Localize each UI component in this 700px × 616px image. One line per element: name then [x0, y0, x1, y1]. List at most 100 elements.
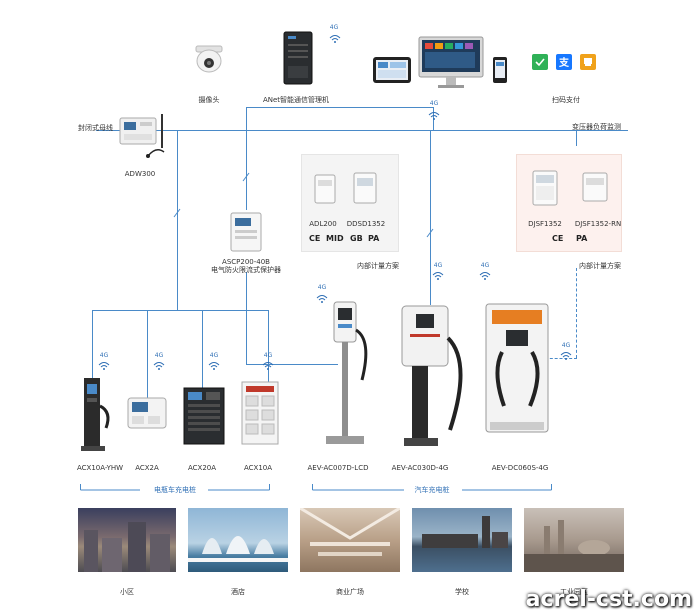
- metering-right-item-2: DJSF1352-RN: [574, 220, 622, 228]
- car-1-label: AEV-AC007D-LCD: [307, 464, 369, 472]
- ebike-2-label: ACX2A: [135, 464, 159, 472]
- switch-mark-3: [426, 228, 434, 238]
- ebike-trunk: [177, 130, 178, 310]
- protector-to-ac: [246, 364, 338, 365]
- metering-left-item-1: ADL200: [309, 220, 337, 228]
- ddsd1352-meter-icon: [353, 172, 377, 204]
- alipay-icon: 支: [556, 54, 572, 70]
- djsf1352-rn-meter-icon: [582, 172, 608, 202]
- scene-photo-school: [412, 508, 512, 572]
- adw300-label: ADW300: [124, 170, 156, 178]
- car-group-bracket: [312, 484, 552, 491]
- top-bus-line: [96, 130, 628, 131]
- ebike-4-label: ACX10A: [243, 464, 273, 472]
- metering-left-item-2: DDSD1352: [346, 220, 386, 228]
- wifi-icon-ebike-1: [98, 362, 110, 370]
- car-2-label: AEV-AC030D-4G: [391, 464, 449, 472]
- ebike-1-4g-label: 4G: [99, 352, 109, 359]
- ebike-2-4g-label: 4G: [154, 352, 164, 359]
- ac030-trunk: [430, 130, 431, 305]
- acx20a-device-icon: [183, 387, 225, 445]
- bus-left-label: 封闭式母线: [78, 124, 113, 132]
- scene-photo-commercial: [300, 508, 400, 572]
- protector-down: [246, 272, 247, 364]
- switch-mark-2: [242, 172, 250, 182]
- metering-right-item-1: DJSF1352: [528, 220, 562, 228]
- scene-label-residential: 小区: [120, 588, 134, 596]
- switch-mark-1: [173, 208, 181, 218]
- scene-photo-residential: [78, 508, 176, 572]
- camera-label: 摄像头: [198, 96, 220, 104]
- ebike-3-4g-label: 4G: [209, 352, 219, 359]
- payment-label: 扫码支付: [552, 96, 580, 104]
- cert-gb-left: GB: [350, 234, 363, 243]
- wifi-icon-dc060-extra: [560, 352, 572, 360]
- aev-ac030d-4g-device-icon: [401, 305, 463, 446]
- gateway-4g-label: 4G: [329, 24, 339, 31]
- scene-label-hotel: 酒店: [231, 588, 245, 596]
- scene-label-industrial: 工业园区: [560, 588, 588, 596]
- watermark-text: acrel-cst.com: [525, 587, 692, 612]
- protector-desc-label: 电气防火限流式保护器: [211, 266, 281, 274]
- ebike-1-label: ACX10A-YHW: [76, 464, 124, 472]
- acx2a-device-icon: [127, 397, 167, 429]
- ebike-group-bracket: [80, 484, 270, 491]
- cert-ce-left: CE: [309, 234, 321, 243]
- cert-ce-right: CE: [552, 234, 564, 243]
- wifi-icon-ebike-2: [153, 362, 165, 370]
- ebike-drop-2: [147, 310, 148, 398]
- ebike-group-label: 电瓶车充电桩: [154, 486, 196, 494]
- ac030-4g-label: 4G: [433, 262, 443, 269]
- unionpay-icon: [580, 54, 596, 70]
- dc060-trunk: [576, 130, 577, 146]
- ebike-drop-4: [268, 310, 269, 382]
- gateway-device-icon: [283, 31, 313, 85]
- tablet-icon: [373, 57, 411, 83]
- ebike-drop-3: [202, 310, 203, 390]
- scene-label-school: 学校: [455, 588, 469, 596]
- adw300-meter-icon: [119, 114, 165, 158]
- wifi-icon-ebike-4: [262, 362, 274, 370]
- bus-4g-label: 4G: [429, 100, 439, 107]
- phone-icon: [493, 57, 507, 83]
- ebike-3-label: ACX20A: [187, 464, 217, 472]
- aev-ac007d-lcd-device-icon: [326, 301, 368, 444]
- dc060-dash-h: [545, 358, 577, 359]
- ebike-bus: [92, 310, 268, 311]
- scene-label-commercial: 商业广场: [336, 588, 364, 596]
- dc060-extra-4g-label: 4G: [561, 342, 571, 349]
- top-link-line: [246, 107, 434, 108]
- car-3-label: AEV-DC060S-4G: [491, 464, 549, 472]
- scene-photo-industrial: [524, 508, 624, 572]
- metering-right-caption: 内部计量方案: [579, 262, 621, 270]
- wechat-pay-icon: [532, 54, 548, 70]
- wifi-icon-bus: [428, 112, 440, 120]
- ascp200-protector-icon: [230, 212, 262, 252]
- protector-model-label: ASCP200-40B: [222, 258, 270, 266]
- djsf1352-meter-icon: [532, 170, 558, 206]
- wifi-icon-ac030: [432, 272, 444, 280]
- bus-right-label: 变压器负荷监测: [572, 123, 621, 131]
- cert-mid-left: MID: [326, 234, 344, 243]
- protector-trunk: [246, 130, 247, 210]
- ebike-4-4g-label: 4G: [263, 352, 273, 359]
- dc060-4g-label: 4G: [480, 262, 490, 269]
- wifi-icon-dc060: [479, 272, 491, 280]
- dc060-dash: [576, 268, 577, 358]
- acx10a-yhw-device-icon: [81, 378, 110, 451]
- ebike-drop-1: [92, 310, 93, 378]
- svg-text:支: 支: [558, 56, 570, 69]
- aev-dc060s-4g-device-icon: [485, 303, 549, 433]
- camera-icon: [195, 45, 223, 73]
- metering-left-caption: 内部计量方案: [357, 262, 399, 270]
- adl200-meter-icon: [314, 174, 336, 204]
- top-link-drop: [246, 107, 247, 130]
- monitor-icon: [418, 36, 484, 88]
- ac007-4g-label: 4G: [317, 284, 327, 291]
- gateway-label: ANet智能通信管理机: [262, 96, 330, 104]
- acx10a-device-icon: [241, 381, 279, 445]
- wifi-icon-ac007: [316, 295, 328, 303]
- wifi-icon-ebike-3: [208, 362, 220, 370]
- cert-pa-left: PA: [368, 234, 380, 243]
- cert-pa-right: PA: [576, 234, 588, 243]
